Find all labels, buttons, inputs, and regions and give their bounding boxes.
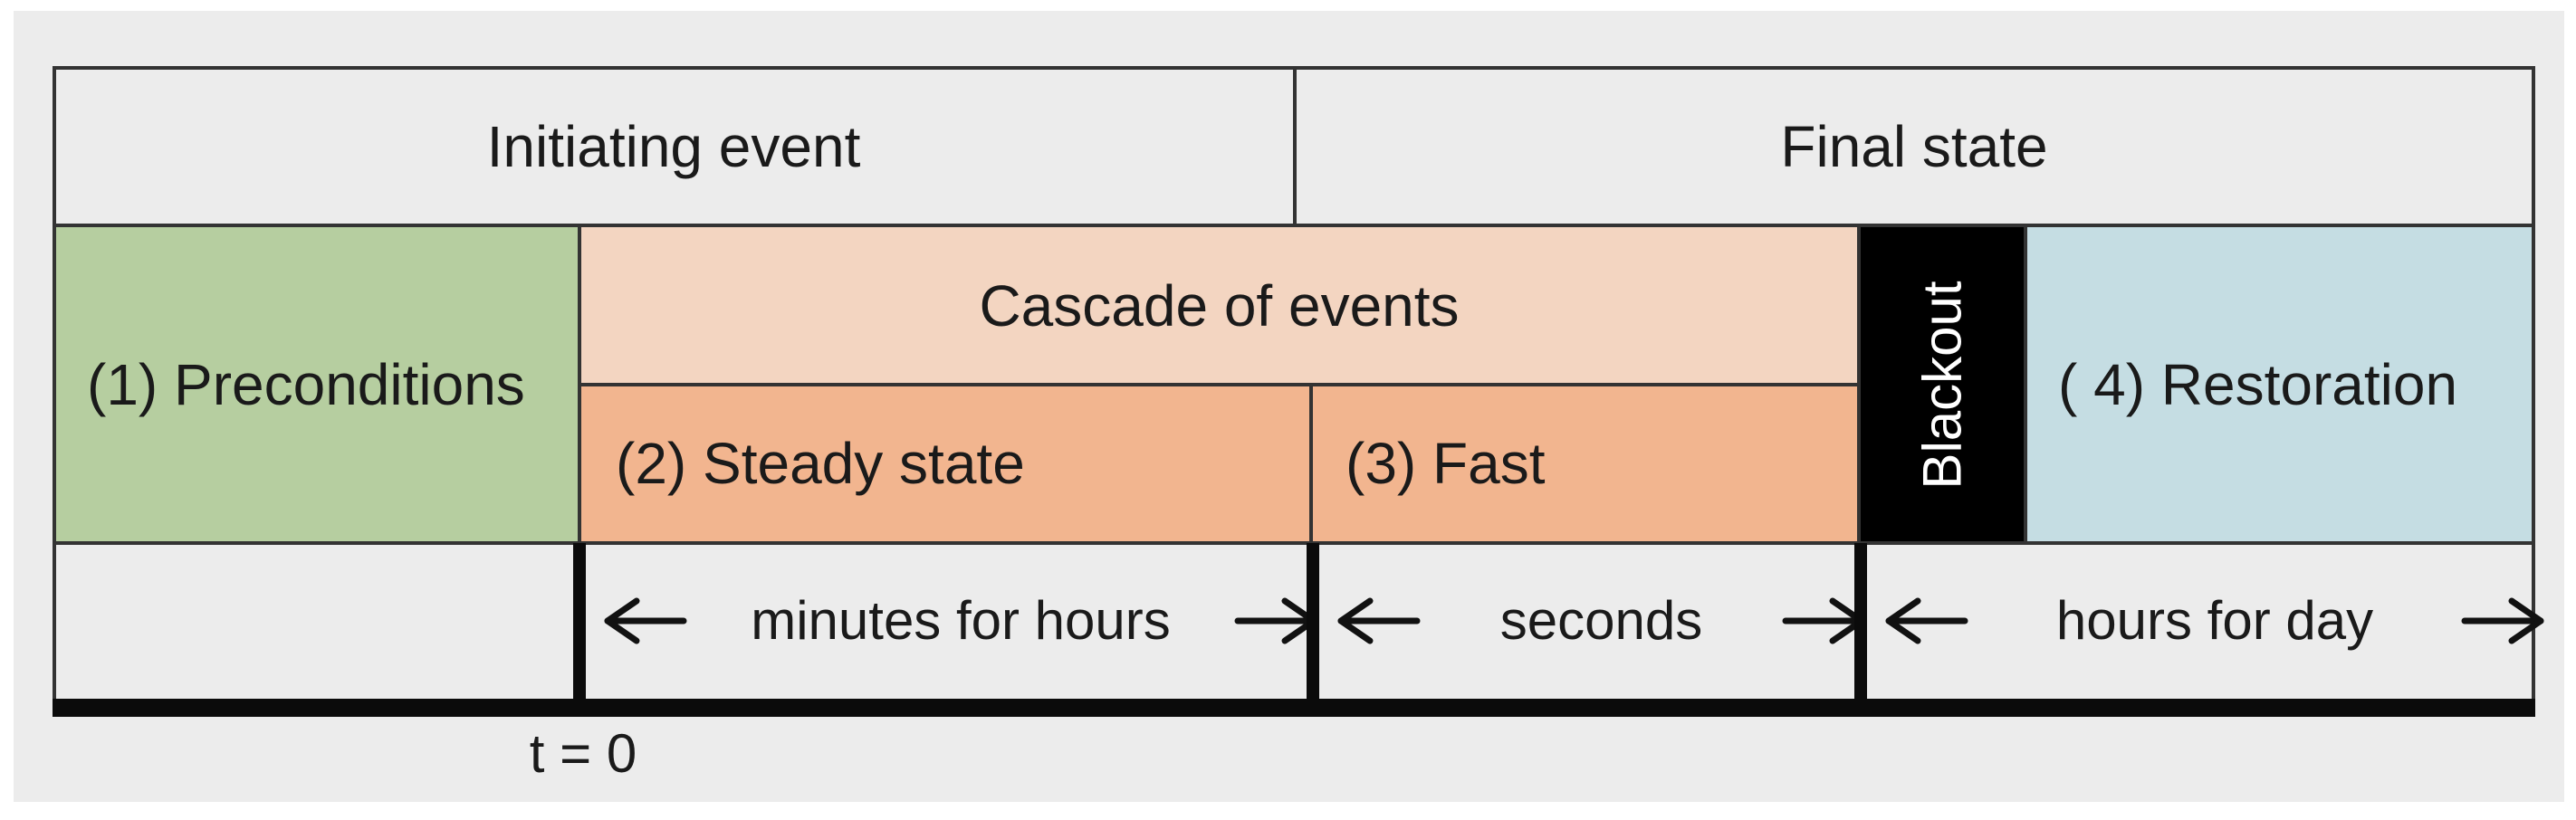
blackout-box-fill (1859, 227, 2025, 543)
blackout-left-border (1857, 225, 1861, 545)
seconds-tick-line (1307, 543, 1319, 702)
restoration-box-fill (2025, 227, 2535, 543)
left-arrow-icon (1334, 594, 1421, 648)
frame-left-border (53, 66, 56, 699)
steady-fast-divider (1309, 385, 1313, 545)
preconditions-label: (1) Preconditions (87, 352, 525, 418)
blackout-label: Blackout (1911, 281, 1973, 490)
cascade-bottom-border (579, 383, 1859, 386)
blackout-box: Blackout (1859, 227, 2025, 543)
steady-state-label: (2) Steady state (616, 431, 1025, 497)
header-cell-final-state: Final state (1295, 70, 2533, 224)
cascade-box-fill (579, 227, 1859, 385)
right-arrow-icon (2461, 594, 2548, 648)
axis-cell-hours-for-day: hours for day (1867, 545, 2562, 696)
steady-state-box: (2) Steady state (579, 385, 1349, 543)
steady-state-box-fill (579, 385, 1313, 543)
t0-tick-line (573, 543, 586, 702)
fast-label: (3) Fast (1345, 431, 1546, 497)
preconditions-box-fill (54, 227, 579, 543)
minutes-for-hours-label: minutes for hours (751, 590, 1171, 651)
frame-right-border (2532, 66, 2535, 699)
header-cell-initiating-event: Initiating event (53, 70, 1295, 224)
axis-cell-minutes-for-hours: minutes for hours (586, 545, 1336, 696)
hours-tick-line (1854, 543, 1867, 702)
header-bottom-border (53, 224, 2535, 227)
hours-for-day-label: hours for day (2055, 590, 2374, 651)
cascade-label: Cascade of events (979, 272, 1460, 338)
band-bottom-border (53, 541, 2535, 545)
fast-box: (3) Fast (1313, 385, 1891, 543)
left-arrow-icon (600, 594, 687, 648)
header-divider-line (1293, 66, 1297, 227)
restoration-label: ( 4) Restoration (2058, 352, 2458, 418)
axis-cell-seconds: seconds (1319, 545, 1883, 696)
seconds-label: seconds (1499, 590, 1703, 651)
preconditions-box: (1) Preconditions (54, 227, 612, 543)
fast-box-fill (1313, 385, 1859, 543)
timeline-baseline (53, 699, 2535, 717)
cascade-box: Cascade of events (579, 227, 1859, 385)
left-arrow-icon (1882, 594, 1968, 648)
restoration-box: ( 4) Restoration (2025, 227, 2568, 543)
final-state-label: Final state (1780, 114, 2048, 179)
blackout-right-border (2024, 225, 2027, 545)
initiating-event-label: Initiating event (486, 114, 861, 179)
t0-label: t = 0 (529, 723, 637, 784)
